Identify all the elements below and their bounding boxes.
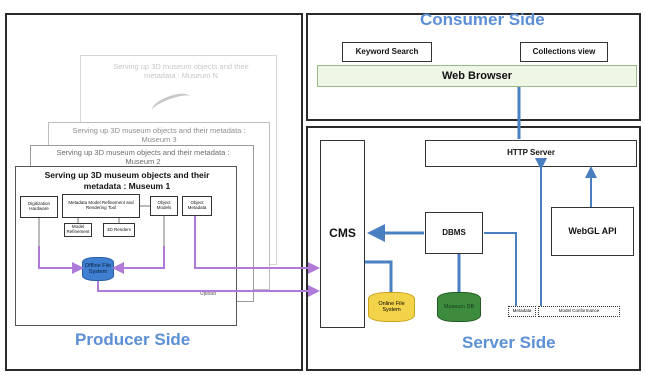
museum-n-title: Serving up 3D museum objects and their m… — [113, 62, 249, 81]
purple-to-cms-1 — [194, 216, 320, 274]
purple-upload-line-1 — [38, 246, 84, 274]
metadata-model-tool-box: Metadata Model Refinement and Rendering … — [62, 194, 140, 218]
purple-to-cms-2 — [97, 281, 320, 297]
dbms-box: DBMS — [425, 212, 483, 254]
digitization-hardware-box: Digitization Hardware — [20, 196, 58, 218]
museum-2-title: Serving up 3D museum objects and their m… — [56, 148, 230, 167]
online-file-system-db: Online File System — [368, 292, 415, 322]
museum-1-title: Serving up 3D museum objects and their m… — [44, 170, 210, 191]
http-server-box: HTTP Server — [425, 140, 637, 167]
consumer-side-title: Consumer Side — [420, 10, 545, 29]
cms-to-online-fs — [365, 260, 393, 292]
keyword-search-box: Keyword Search — [342, 42, 432, 62]
upload-label: Upload — [200, 291, 216, 297]
model-conformance-box: Model Conformance — [538, 306, 620, 317]
museum-card-1: Serving up 3D museum objects and their m… — [15, 166, 237, 326]
museum-3-title: Serving up 3D museum objects and their m… — [72, 126, 246, 145]
object-models-box: Object Models — [150, 196, 178, 216]
web-browser-box: Web Browser — [317, 65, 637, 87]
collections-view-box: Collections view — [520, 42, 608, 62]
producer-side-title: Producer Side — [75, 330, 191, 349]
dbms-to-right-connector — [484, 232, 517, 306]
purple-upload-line-2 — [112, 246, 165, 274]
object-metadata-box: Object Metadata — [182, 196, 212, 216]
model-refinement-box: Model Refinement — [64, 223, 92, 237]
museum-db: Museum DB — [437, 292, 481, 322]
metadata-box: Metadata — [508, 306, 536, 317]
cms-box: CMS — [320, 140, 365, 328]
webgl-api-box: WebGL API — [551, 207, 634, 256]
server-side-title: Server Side — [462, 333, 556, 352]
3d-renders-box: 3D Renders — [103, 223, 135, 237]
